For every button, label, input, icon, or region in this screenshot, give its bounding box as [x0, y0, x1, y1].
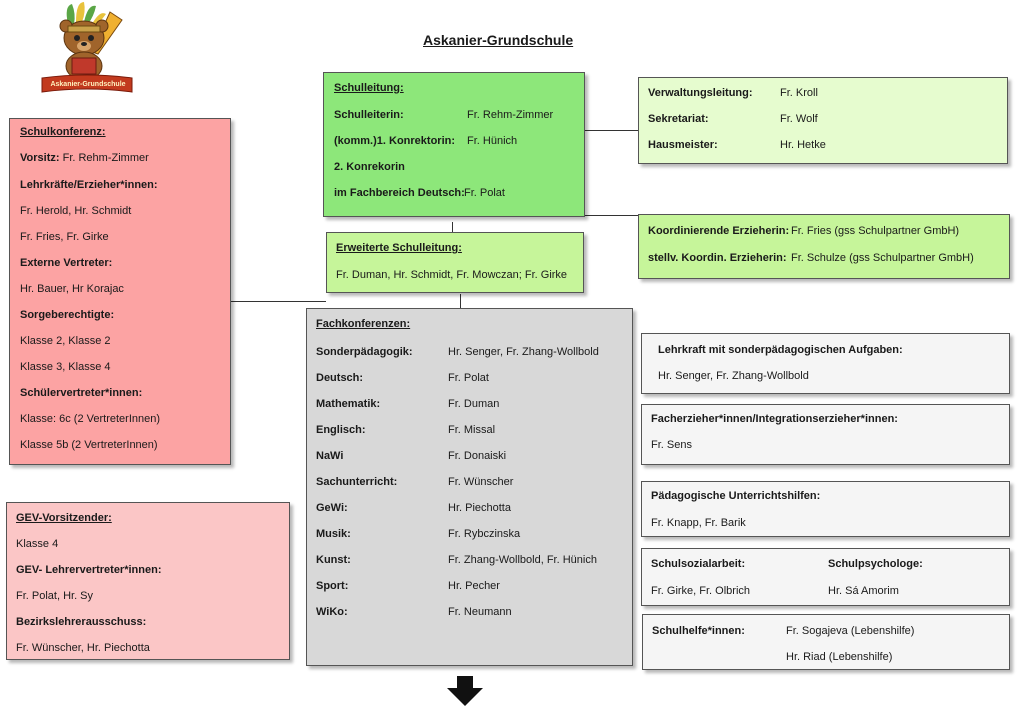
gev-line: Bezirkslehrerausschuss: — [16, 616, 147, 628]
fach-label: Sachunterricht: — [316, 476, 398, 488]
erzieher-value: Fr. Fries (gss Schulpartner GmbH) — [791, 225, 960, 237]
sonderpaed-text: Hr. Senger, Fr. Zhang-Wollbold — [658, 370, 809, 382]
sozialarbeit-heading: Schulsozialarbeit: — [651, 558, 746, 570]
schulkonferenz-line: Klasse 5b (2 VertreterInnen) — [20, 439, 158, 451]
schulkonferenz-line: Sorgeberechtigte: — [20, 309, 115, 321]
sonderpaedagogik-box: Lehrkraft mit sonderpädagogischen Aufgab… — [641, 333, 1010, 394]
fach-value: Hr. Piechotta — [448, 502, 511, 514]
schulleitung-value: Fr. Hünich — [467, 135, 518, 147]
logo-banner-text: Askanier-Grundschule — [50, 81, 126, 88]
school-logo: Askanier-Grundschule — [38, 2, 136, 98]
fach-value: Hr. Senger, Fr. Zhang-Wollbold — [448, 346, 599, 358]
schulpsychologe-heading: Schulpsychologe: — [828, 558, 923, 570]
schulkonferenz-line: Schülervertreter*innen: — [20, 387, 143, 399]
schulhelfer-line: Hr. Riad (Lebenshilfe) — [786, 651, 893, 663]
fach-label: Sport: — [316, 580, 349, 592]
gev-line: GEV- Lehrervertreter*innen: — [16, 564, 162, 576]
sozialarbeit-text: Fr. Girke, Fr. Olbrich — [651, 585, 751, 597]
erzieher-value: Fr. Schulze (gss Schulpartner GmbH) — [791, 252, 974, 264]
verwaltung-label: Sekretariat: — [648, 113, 709, 125]
fachkonferenzen-heading: Fachkonferenzen: — [316, 318, 411, 330]
erzieher-label: Koordinierende Erzieherin: — [648, 225, 790, 237]
fach-label: GeWi: — [316, 502, 348, 514]
fach-value: Fr. Zhang-Wollbold, Fr. Hünich — [448, 554, 597, 566]
facherzieher-heading: Facherzieher*innen/Integrationserzieher*… — [651, 413, 898, 425]
schulleitung-label: Schulleiterin: — [334, 109, 404, 121]
unterrichtshilfen-text: Fr. Knapp, Fr. Barik — [651, 517, 746, 529]
schulpsychologe-text: Hr. Sá Amorim — [828, 585, 899, 597]
sonderpaed-heading: Lehrkraft mit sonderpädagogischen Aufgab… — [658, 344, 903, 356]
bear-mascot-icon — [41, 2, 133, 93]
page-title: Askanier-Grundschule — [423, 32, 574, 48]
schulleitung-value: Fr. Polat — [464, 187, 505, 199]
fach-value: Fr. Polat — [448, 372, 489, 384]
schulhelfer-line: Fr. Sogajeva (Lebenshilfe) — [786, 625, 915, 637]
schulhelfer-box: Schulhelfe*innen: Fr. Sogajeva (Lebenshi… — [642, 614, 1010, 670]
vorsitz-value: Fr. Rehm-Zimmer — [62, 152, 149, 164]
fach-label: Kunst: — [316, 554, 351, 566]
fachkonferenzen-box: Fachkonferenzen: Sonderpädagogik: Hr. Se… — [306, 308, 633, 666]
schulleitung-heading: Schulleitung: — [334, 82, 404, 94]
verwaltung-value: Fr. Wolf — [780, 113, 818, 125]
verwaltung-label: Hausmeister: — [648, 139, 718, 151]
fach-label: WiKo: — [316, 606, 348, 618]
fach-label: NaWi — [316, 450, 344, 462]
verwaltung-value: Fr. Kroll — [780, 87, 818, 99]
connector-line — [585, 130, 639, 131]
connector-line — [452, 222, 453, 232]
vorsitz-label: Vorsitz: — [20, 152, 60, 164]
schulhelfer-heading: Schulhelfe*innen: — [652, 625, 745, 637]
facherzieher-text: Fr. Sens — [651, 439, 692, 451]
arrow-down-icon — [447, 676, 483, 706]
schulkonferenz-line: Fr. Herold, Hr. Schmidt — [20, 205, 132, 217]
schulleitung-box: Schulleitung: Schulleiterin: Fr. Rehm-Zi… — [323, 72, 585, 217]
fach-value: Fr. Neumann — [448, 606, 512, 618]
fach-value: Fr. Wünscher — [448, 476, 514, 488]
schulleitung-label: 2. Konrekorin — [334, 161, 405, 173]
connector-line — [585, 215, 639, 216]
erzieher-label: stellv. Koordin. Erzieherin: — [648, 252, 787, 264]
unterrichtshilfen-heading: Pädagogische Unterrichtshilfen: — [651, 490, 821, 502]
gev-heading: GEV-Vorsitzender: — [16, 512, 112, 524]
schulkonferenz-line: Klasse 3, Klasse 4 — [20, 361, 111, 373]
schulleitung-label: im Fachbereich Deutsch: — [334, 187, 465, 199]
fach-label: Englisch: — [316, 424, 366, 436]
erweiterte-schulleitung-box: Erweiterte Schulleitung: Fr. Duman, Hr. … — [326, 232, 584, 293]
gev-line: Fr. Wünscher, Hr. Piechotta — [16, 642, 150, 654]
verwaltung-value: Hr. Hetke — [780, 139, 826, 151]
fach-value: Fr. Missal — [448, 424, 496, 436]
unterrichtshilfen-box: Pädagogische Unterrichtshilfen: Fr. Knap… — [641, 481, 1010, 537]
schulkonferenz-heading: Schulkonferenz: — [20, 126, 106, 138]
schulkonferenz-line: Klasse 2, Klasse 2 — [20, 335, 111, 347]
fach-value: Fr. Donaiski — [448, 450, 507, 462]
schulkonferenz-line: Klasse: 6c (2 VertreterInnen) — [20, 413, 161, 425]
schulkonferenz-line: Lehrkräfte/Erzieher*innen: — [20, 179, 158, 191]
gev-box: GEV-Vorsitzender: Klasse 4 GEV- Lehrerve… — [6, 502, 290, 660]
erweiterte-heading: Erweiterte Schulleitung: — [336, 242, 462, 254]
erweiterte-text: Fr. Duman, Hr. Schmidt, Fr. Mowczan; Fr.… — [336, 269, 568, 281]
schulkonferenz-vorsitz: Vorsitz: Fr. Rehm-Zimmer — [20, 152, 149, 164]
schulkonferenz-box: Schulkonferenz: Vorsitz: Fr. Rehm-Zimmer… — [9, 118, 231, 465]
fach-label: Sonderpädagogik: — [316, 346, 413, 358]
schulleitung-value: Fr. Rehm-Zimmer — [467, 109, 554, 121]
fach-value: Hr. Pecher — [448, 580, 500, 592]
fach-value: Fr. Rybczinska — [448, 528, 521, 540]
fach-label: Mathematik: — [316, 398, 381, 410]
connector-line — [231, 301, 326, 302]
sozialarbeit-box: Schulsozialarbeit: Fr. Girke, Fr. Olbric… — [641, 548, 1010, 606]
facherzieher-box: Facherzieher*innen/Integrationserzieher*… — [641, 404, 1010, 465]
erzieher-box: Koordinierende Erzieherin: Fr. Fries (gs… — [638, 214, 1010, 279]
fach-value: Fr. Duman — [448, 398, 500, 410]
schulkonferenz-line: Hr. Bauer, Hr Korajac — [20, 283, 124, 295]
gev-line: Fr. Polat, Hr. Sy — [16, 590, 94, 602]
verwaltung-box: Verwaltungsleitung: Fr. Kroll Sekretaria… — [638, 77, 1008, 164]
schulkonferenz-line: Fr. Fries, Fr. Girke — [20, 231, 109, 243]
fach-label: Musik: — [316, 528, 351, 540]
fach-label: Deutsch: — [316, 372, 364, 384]
schulkonferenz-line: Externe Vertreter: — [20, 257, 113, 269]
verwaltung-label: Verwaltungsleitung: — [648, 87, 753, 99]
schulleitung-label: (komm.)1. Konrektorin: — [334, 135, 456, 147]
connector-line — [460, 294, 461, 310]
gev-line: Klasse 4 — [16, 538, 59, 550]
